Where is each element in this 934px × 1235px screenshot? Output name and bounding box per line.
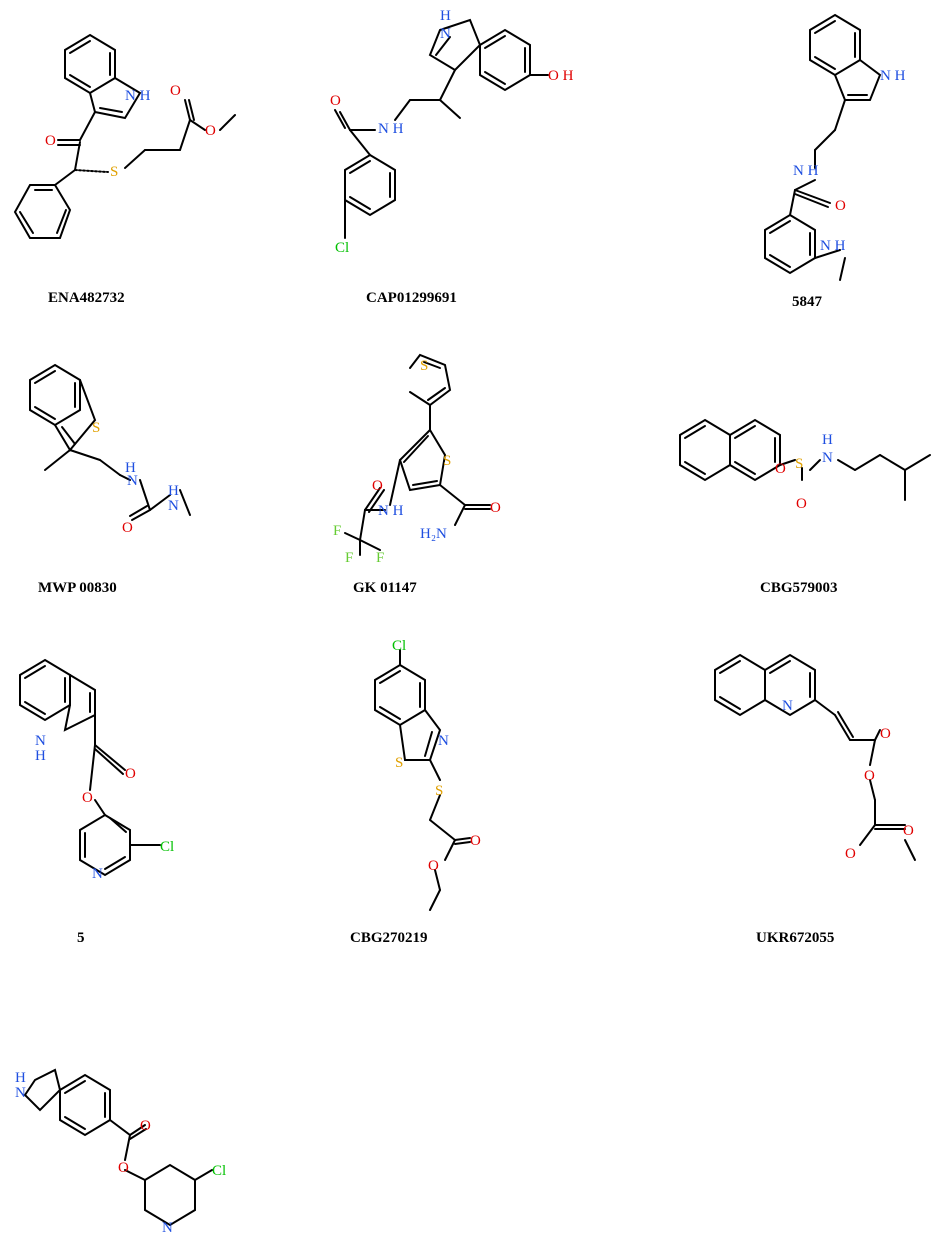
atom-f: F [333, 523, 341, 539]
atom-s: S [110, 164, 118, 180]
compound-label: CAP01299691 [366, 290, 457, 306]
structure-compound-5 [19, 658, 161, 877]
atom-nh: N H [820, 238, 846, 254]
atom-o: O [45, 133, 56, 149]
atom-cl: Cl [335, 240, 349, 256]
atom-n: N [438, 733, 449, 749]
atom-o: O [835, 198, 846, 214]
atom-n: N [35, 733, 46, 749]
atom-cl: Cl [212, 1163, 226, 1179]
atom-n: N [822, 450, 833, 466]
structure-mwp00830 [29, 363, 191, 521]
atom-o: O [845, 846, 856, 862]
atom-cl: Cl [160, 839, 174, 855]
atom-nh: N H [378, 503, 404, 519]
atom-o: O [428, 858, 439, 874]
structure-ena482732 [13, 33, 236, 239]
atom-s: S [420, 358, 428, 374]
atom-nh: N H [125, 88, 151, 104]
atom-o: O [864, 768, 875, 784]
atom-o: O [122, 520, 133, 536]
atom-h: H [168, 483, 179, 499]
atom-n: N [440, 26, 451, 42]
atom-o: O [796, 496, 807, 512]
atom-o: O [372, 478, 383, 494]
compound-label: ENA482732 [48, 290, 125, 306]
atom-s: S [395, 755, 403, 771]
atom-h: H [440, 8, 451, 24]
atom-n: N [162, 1220, 173, 1235]
atom-h: H [15, 1070, 26, 1086]
compound-label: 5847 [792, 294, 822, 310]
structure-cbg579003 [679, 418, 931, 501]
compound-label: CBG579003 [760, 580, 838, 596]
atom-oh: O H [548, 68, 574, 84]
atom-nh: N H [793, 163, 819, 179]
atom-n: N [782, 698, 793, 714]
atom-s: S [795, 456, 803, 472]
atom-nh: N H [880, 68, 906, 84]
atom-n: N [92, 866, 103, 882]
atom-o: O [170, 83, 181, 99]
atom-o: O [903, 823, 914, 839]
atom-nh: N [127, 473, 138, 489]
atom-s: S [443, 453, 451, 469]
structure-5847 [764, 13, 882, 281]
atom-h2n: H₂N [420, 526, 447, 542]
atom-o: O [330, 93, 341, 109]
atom-n: N [168, 498, 179, 514]
atom-h: H [35, 748, 46, 764]
atom-o: O [880, 726, 891, 742]
atom-o: O [140, 1118, 151, 1134]
compound-label: GK 01147 [353, 580, 417, 596]
atom-o: O [118, 1160, 129, 1176]
atom-h: H [822, 432, 833, 448]
atom-labels: N H O O O S H N O H N H O Cl N H N H O N… [15, 8, 914, 1235]
structure-gk01147 [344, 353, 491, 556]
atom-s: S [92, 420, 100, 436]
atom-o: O [470, 833, 481, 849]
structure-compound-10 [23, 1068, 213, 1227]
atom-f: F [376, 550, 384, 566]
atom-o: O [82, 790, 93, 806]
compound-label: UKR672055 [756, 930, 835, 946]
compound-label: MWP 00830 [38, 580, 117, 596]
structure-ukr672055 [714, 653, 916, 861]
atom-f: F [345, 550, 353, 566]
atom-o: O [205, 123, 216, 139]
structure-cap01299691 [334, 18, 549, 239]
atom-cl: Cl [392, 638, 406, 654]
atom-o: O [490, 500, 501, 516]
atom-n: N [15, 1085, 26, 1101]
compound-label: 5 [77, 930, 85, 946]
atom-h: H [125, 460, 136, 476]
atom-s: S [435, 783, 443, 799]
structure-cbg270219 [374, 649, 471, 911]
atom-o: O [775, 461, 786, 477]
atom-o: O [125, 766, 136, 782]
compound-label: CBG270219 [350, 930, 428, 946]
atom-nh: N H [378, 121, 404, 137]
